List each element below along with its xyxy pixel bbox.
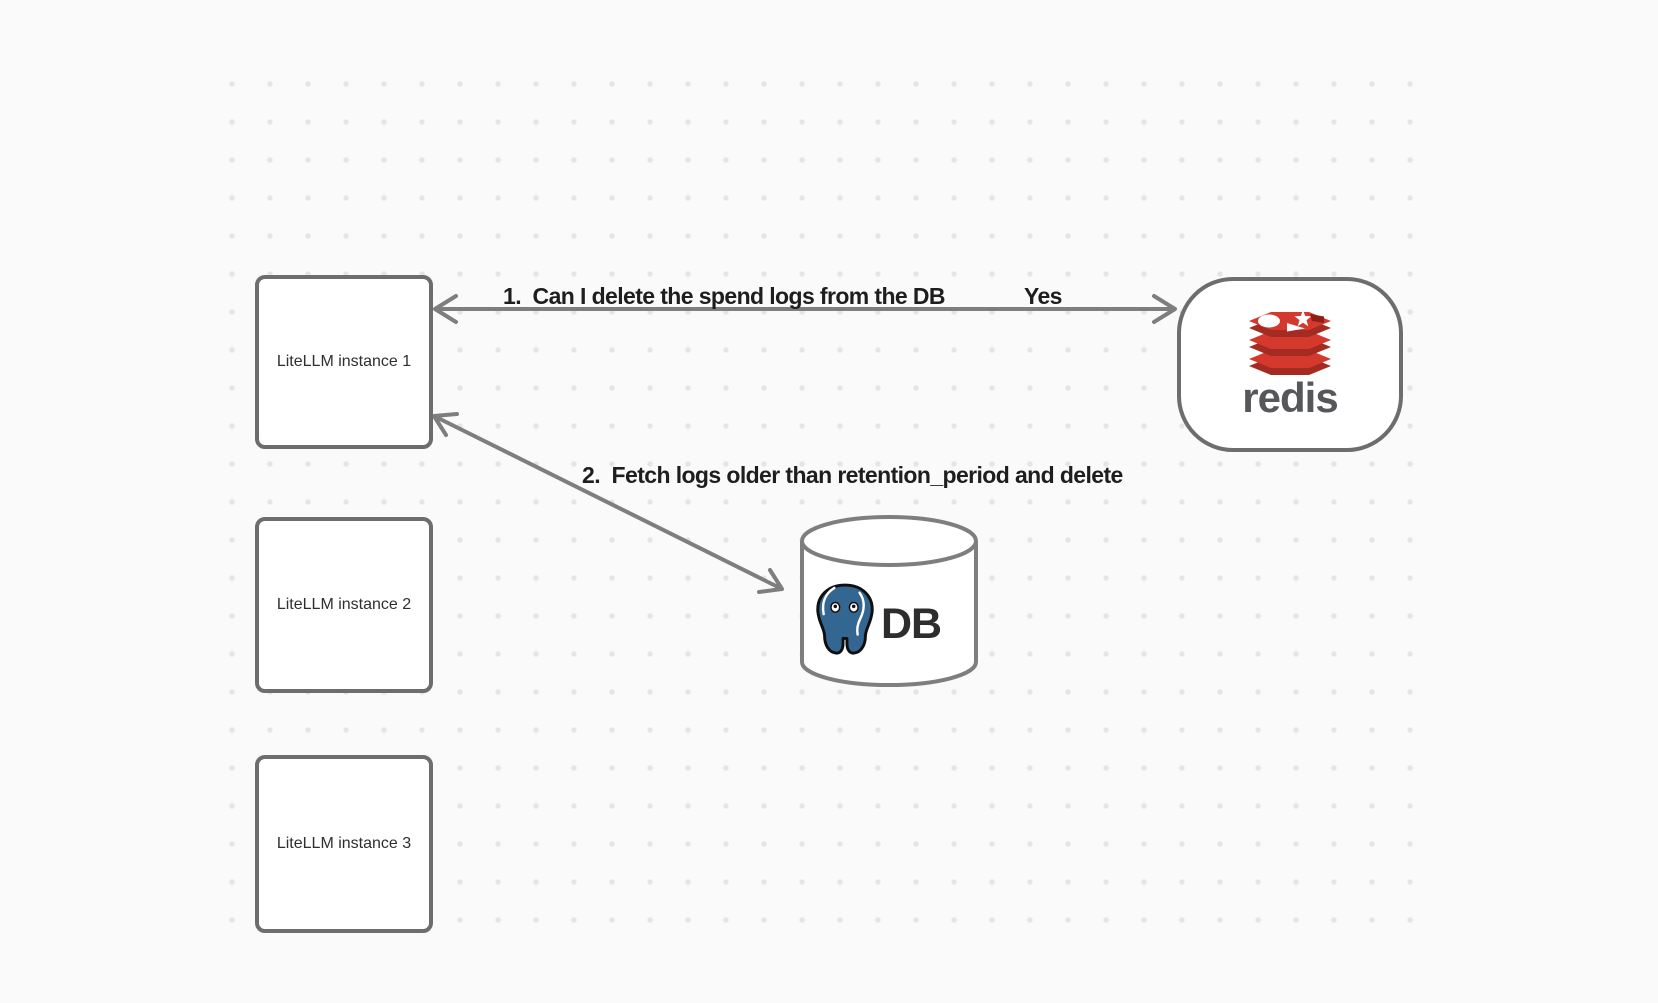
redis-wordmark: redis (1242, 374, 1338, 421)
litellm-instance-2-node: LiteLLM instance 2 (255, 517, 433, 693)
litellm-instance-1-label: LiteLLM instance 1 (276, 353, 412, 370)
litellm-instance-1-node: LiteLLM instance 1 (255, 275, 433, 449)
db-label: DB (881, 600, 942, 648)
edge-2-label: 2. Fetch logs older than retention_perio… (582, 462, 1123, 488)
litellm-instance-3-node: LiteLLM instance 3 (255, 755, 433, 933)
redis-node: redis (1177, 277, 1403, 452)
redis-logo-icon (1249, 310, 1331, 375)
edge-1-answer: Yes (1024, 283, 1062, 309)
postgresql-elephant-icon (816, 583, 874, 655)
litellm-instance-3-label: LiteLLM instance 3 (276, 835, 412, 852)
litellm-instance-2-label: LiteLLM instance 2 (276, 596, 412, 613)
edge-1-label: 1. Can I delete the spend logs from the … (503, 283, 946, 309)
